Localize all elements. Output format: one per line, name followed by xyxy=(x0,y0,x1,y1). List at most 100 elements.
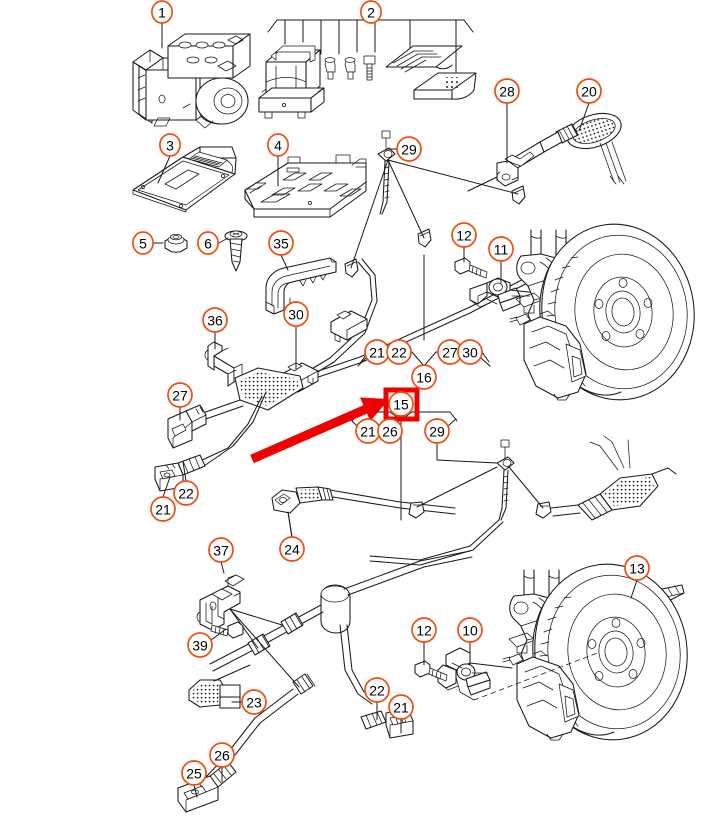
callout-number: 2 xyxy=(367,5,375,21)
callout-27[interactable]: 27 xyxy=(167,382,193,408)
callout-27[interactable]: 27 xyxy=(437,339,463,365)
callout-leader-20 xyxy=(578,102,590,132)
callout-22[interactable]: 22 xyxy=(173,480,199,506)
callout-24[interactable]: 24 xyxy=(279,536,305,562)
part-20-grommet xyxy=(499,112,627,185)
callout-number: 4 xyxy=(274,138,282,154)
callout-23[interactable]: 23 xyxy=(241,689,267,715)
callout-12[interactable]: 12 xyxy=(451,222,477,248)
callout-number: 21 xyxy=(360,424,376,440)
callout-number: 12 xyxy=(456,228,472,244)
harness-15-right-boot xyxy=(550,435,677,521)
callout-2[interactable]: 2 xyxy=(360,0,382,24)
callout-leader-29 xyxy=(447,418,457,427)
harness-lower-left xyxy=(177,550,473,813)
callout-ring xyxy=(209,742,235,768)
rear-brake-caliper xyxy=(502,650,580,741)
callout-ring xyxy=(411,364,437,390)
callout-leader-6 xyxy=(218,237,229,244)
callout-22[interactable]: 22 xyxy=(364,677,390,703)
part-35-guide-bracket xyxy=(265,257,337,315)
part-22-seal-lower xyxy=(360,710,387,730)
callout-30[interactable]: 30 xyxy=(457,339,483,365)
callout-number: 10 xyxy=(462,623,478,639)
callout-number: 22 xyxy=(369,683,385,699)
callout-21[interactable]: 21 xyxy=(150,496,176,522)
callout-ring xyxy=(360,0,382,24)
callout-ring xyxy=(151,0,173,24)
callout-number: 3 xyxy=(166,138,174,154)
callout-leader-21 xyxy=(162,476,171,498)
part-12-bolt-front xyxy=(454,257,488,279)
callout-ring xyxy=(173,480,199,506)
callout-ring xyxy=(576,78,602,104)
callout-36[interactable]: 36 xyxy=(202,307,228,333)
part-27-connector xyxy=(167,399,244,449)
callout-39[interactable]: 39 xyxy=(187,632,213,658)
callout-leader-30 xyxy=(480,357,491,367)
callout-number: 25 xyxy=(186,766,202,782)
callout-15[interactable]: 15 xyxy=(388,391,414,417)
callout-leader-13 xyxy=(630,579,638,599)
callout-ring xyxy=(488,236,514,262)
part-30-retainer-b xyxy=(330,310,368,343)
callout-number: 30 xyxy=(288,307,304,323)
callout-10[interactable]: 10 xyxy=(457,617,483,643)
part-23-connector-block xyxy=(188,664,251,709)
callout-35[interactable]: 35 xyxy=(268,230,294,256)
callout-16[interactable]: 16 xyxy=(411,364,437,390)
harness-junction-boot xyxy=(234,367,304,411)
callout-number: 35 xyxy=(273,236,289,252)
callout-26[interactable]: 26 xyxy=(377,418,403,444)
callout-20[interactable]: 20 xyxy=(576,78,602,104)
callout-21[interactable]: 21 xyxy=(355,418,381,444)
callout-ring xyxy=(364,677,390,703)
callout-3[interactable]: 3 xyxy=(159,133,181,157)
callout-ring xyxy=(386,339,412,365)
callout-25[interactable]: 25 xyxy=(181,760,207,786)
callout-leader-37 xyxy=(220,561,225,574)
callout-number: 39 xyxy=(192,638,208,654)
callout-leader-3 xyxy=(157,155,171,184)
callout-29[interactable]: 29 xyxy=(396,136,422,162)
callout-29[interactable]: 29 xyxy=(424,418,450,444)
callout-number: 27 xyxy=(172,388,188,404)
callout-number: 5 xyxy=(139,236,147,252)
callout-ring xyxy=(187,632,213,658)
part-21-22-connector xyxy=(154,391,267,492)
callout-28[interactable]: 28 xyxy=(494,78,520,104)
callout-22[interactable]: 22 xyxy=(386,339,412,365)
callout-ring xyxy=(283,301,309,327)
callout-30[interactable]: 30 xyxy=(283,301,309,327)
callout-4[interactable]: 4 xyxy=(267,133,289,157)
callout-ring xyxy=(197,231,219,255)
callout-ring xyxy=(411,617,437,643)
callout-leader-21 xyxy=(357,357,367,367)
callout-21[interactable]: 21 xyxy=(388,694,414,720)
callout-number: 24 xyxy=(284,542,300,558)
callout-12[interactable]: 12 xyxy=(411,617,437,643)
callout-37[interactable]: 37 xyxy=(208,537,234,563)
callout-13[interactable]: 13 xyxy=(624,555,650,581)
part-39-bolt xyxy=(210,621,244,639)
callout-5[interactable]: 5 xyxy=(132,231,154,255)
callout-21[interactable]: 21 xyxy=(364,339,390,365)
callout-number: 21 xyxy=(369,345,385,361)
callout-1[interactable]: 1 xyxy=(151,0,173,24)
callout-ring xyxy=(396,136,422,162)
callout-11[interactable]: 11 xyxy=(488,236,514,262)
highlight-annotation xyxy=(250,387,420,464)
callout-number: 1 xyxy=(158,5,166,21)
callout-26[interactable]: 26 xyxy=(209,742,235,768)
red-arrow xyxy=(250,397,389,464)
callout-number: 6 xyxy=(204,236,212,252)
callout-leader-25 xyxy=(193,784,198,798)
callout-leader-22 xyxy=(182,461,187,482)
callout-number: 15 xyxy=(393,397,409,413)
callout-6[interactable]: 6 xyxy=(197,231,219,255)
callout-number: 22 xyxy=(178,486,194,502)
callout-number: 11 xyxy=(494,242,509,258)
callout-ring xyxy=(167,382,193,408)
part-2-booklet-hatch xyxy=(443,77,461,88)
